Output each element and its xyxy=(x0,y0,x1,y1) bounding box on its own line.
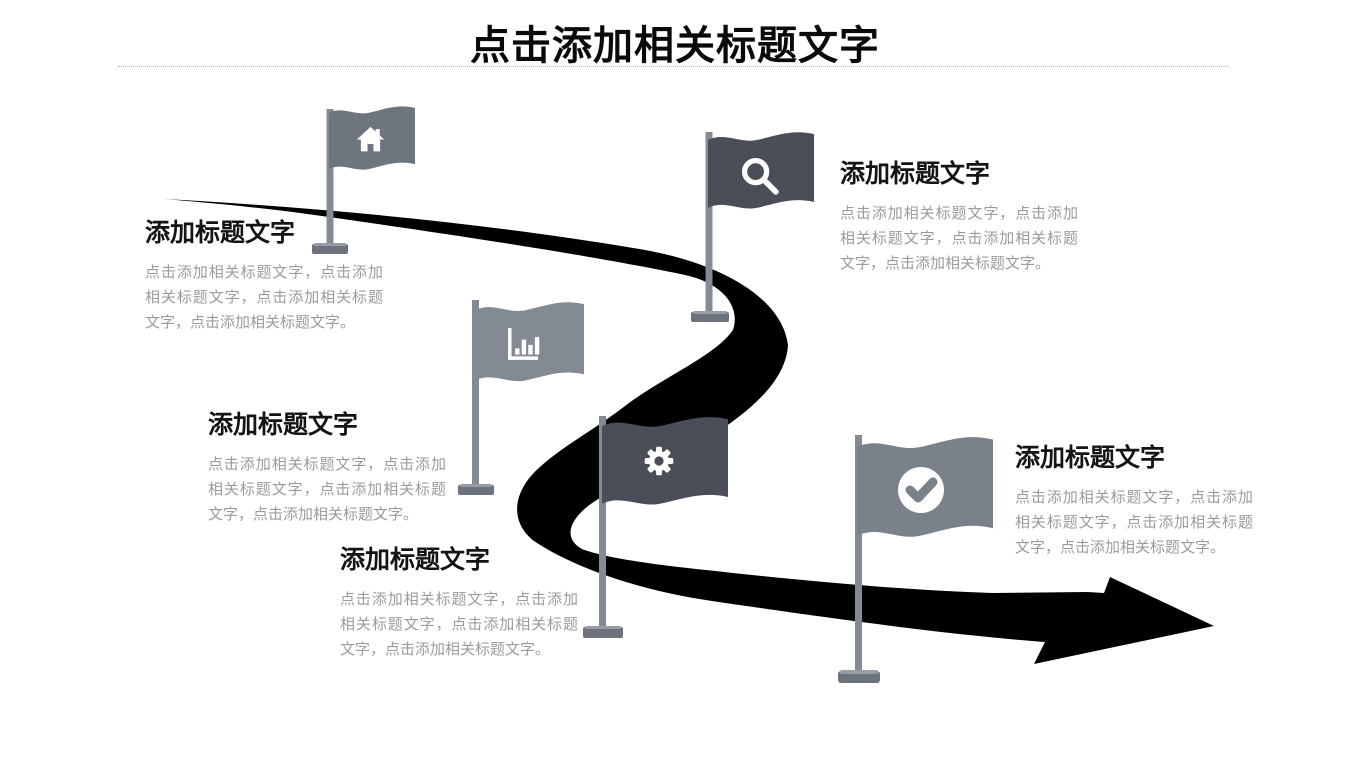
milestone-text-5: 添加标题文字 点击添加相关标题文字，点击添加相关标题文字，点击添加相关标题文字，… xyxy=(1015,444,1255,560)
milestone-body: 点击添加相关标题文字，点击添加相关标题文字，点击添加相关标题文字，点击添加相关标… xyxy=(145,263,383,331)
milestone-title: 添加标题文字 xyxy=(145,219,296,247)
milestone-body: 点击添加相关标题文字，点击添加相关标题文字，点击添加相关标题文字，点击添加相关标… xyxy=(840,204,1078,272)
flag-pole-base xyxy=(312,244,348,254)
milestone-text-1: 添加标题文字 点击添加相关标题文字，点击添加相关标题文字，点击添加相关标题文字，… xyxy=(145,219,385,335)
flag-pole xyxy=(599,416,606,629)
flag-pole xyxy=(326,109,334,246)
milestone-body: 点击添加相关标题文字，点击添加相关标题文字，点击添加相关标题文字，点击添加相关标… xyxy=(1015,488,1253,556)
milestone-title: 添加标题文字 xyxy=(208,411,359,439)
home-icon xyxy=(356,126,385,152)
flag-pole-base-top xyxy=(314,243,346,246)
gear-icon xyxy=(644,446,674,476)
milestone-flag-5 xyxy=(838,435,993,683)
milestone-flag-2 xyxy=(691,132,814,322)
flag-pole-base xyxy=(583,627,623,638)
search-icon xyxy=(741,157,779,195)
flag-pole xyxy=(472,300,479,487)
milestone-title: 添加标题文字 xyxy=(1015,444,1166,472)
milestone-flag-4 xyxy=(583,416,728,638)
flag-banner xyxy=(708,132,814,209)
milestone-flag-1 xyxy=(312,106,415,254)
flag-pole-base xyxy=(458,485,494,495)
milestone-body: 点击添加相关标题文字，点击添加相关标题文字，点击添加相关标题文字，点击添加相关标… xyxy=(208,455,446,523)
flag-pole-base-top xyxy=(460,484,492,487)
flag-pole xyxy=(705,132,713,314)
bar-chart-icon xyxy=(508,328,540,360)
flag-banner xyxy=(475,302,584,382)
milestone-text-3: 添加标题文字 点击添加相关标题文字，点击添加相关标题文字，点击添加相关标题文字，… xyxy=(208,411,448,527)
flag-pole-base-top xyxy=(585,626,621,629)
flag-pole-base xyxy=(691,312,729,322)
milestone-text-4: 添加标题文字 点击添加相关标题文字，点击添加相关标题文字，点击添加相关标题文字，… xyxy=(340,546,580,662)
title-divider xyxy=(118,66,1228,67)
check-icon xyxy=(898,467,944,513)
flag-pole xyxy=(855,435,862,673)
milestone-title: 添加标题文字 xyxy=(840,160,991,188)
milestone-title: 添加标题文字 xyxy=(340,546,491,574)
slide-title: 点击添加相关标题文字 xyxy=(470,24,880,68)
flag-pole-base-top xyxy=(693,311,727,314)
flag-pole-base-top xyxy=(840,670,878,674)
milestone-flag-3 xyxy=(458,300,584,495)
milestone-body: 点击添加相关标题文字，点击添加相关标题文字，点击添加相关标题文字，点击添加相关标… xyxy=(340,590,578,658)
milestone-text-2: 添加标题文字 点击添加相关标题文字，点击添加相关标题文字，点击添加相关标题文字，… xyxy=(840,160,1080,276)
